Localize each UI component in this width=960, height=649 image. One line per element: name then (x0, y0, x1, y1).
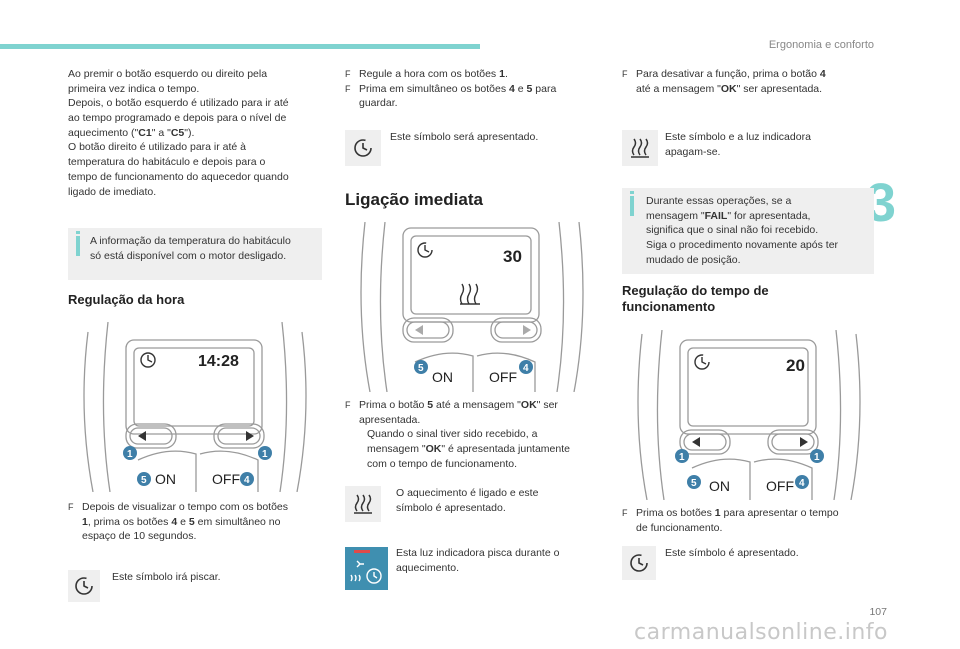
heating-icon-box (345, 486, 381, 522)
intro-paragraph: Ao premir o botão esquerdo ou direito pe… (68, 68, 289, 198)
timer-icon (694, 354, 710, 370)
timer-icon-box (622, 546, 656, 580)
svg-text:5: 5 (141, 475, 147, 486)
info-icon (630, 191, 634, 194)
on-label: ON (155, 471, 176, 487)
fan-timer-indicator-icon (345, 547, 388, 590)
on-label: ON (709, 478, 730, 494)
symbol-shown-note: Este símbolo será apresentado. (390, 131, 539, 143)
badge-4: 4 (240, 472, 254, 486)
badge-5: 5 (414, 360, 428, 374)
badge-5: 5 (137, 472, 151, 486)
timer-icon (75, 577, 93, 595)
timer-icon-box (345, 130, 381, 166)
timer-icon (417, 242, 433, 258)
on-label: ON (432, 369, 453, 385)
heating-waves-icon (354, 494, 372, 514)
remote-illustration-immediate: 30 ON OFF 5 4 (360, 222, 584, 392)
heating-note: O aquecimento é ligado e este símbolo é … (396, 487, 539, 514)
off-note: Este símbolo e a luz indicadora apagam-s… (665, 131, 811, 158)
info-icon (76, 231, 80, 234)
blink-note: Este símbolo irá piscar. (112, 571, 221, 583)
badge-1-left: 1 (675, 449, 689, 463)
left-arrow-icon (415, 325, 423, 335)
timer-icon-box (68, 570, 100, 602)
svg-text:1: 1 (679, 452, 685, 463)
badge-1-right: 1 (258, 446, 272, 460)
remote-illustration-duration: 20 ON OFF 1 1 5 4 (637, 330, 861, 500)
watermark: carmanualsonline.info (634, 620, 888, 645)
heading-immediate-start: Ligação imediata (345, 190, 483, 209)
badge-4: 4 (519, 360, 533, 374)
heading-time-setting: Regulação da hora (68, 292, 185, 307)
right-arrow-icon (800, 437, 808, 447)
off-label: OFF (766, 478, 794, 494)
svg-text:1: 1 (262, 449, 268, 460)
heating-waves-icon (631, 138, 649, 158)
badge-5: 5 (687, 475, 701, 489)
section-title: Ergonomia e conforto (768, 39, 874, 51)
display-time: 14:28 (198, 353, 239, 370)
timer-icon (140, 352, 156, 368)
info-note: A informação da temperatura do habitácul… (68, 228, 322, 280)
timer-icon (630, 554, 648, 572)
svg-text:1: 1 (814, 452, 820, 463)
heading-duration-setting: Regulação do tempo de funcionamento (622, 283, 769, 315)
page-number: 107 (869, 606, 887, 618)
left-arrow-icon (692, 437, 700, 447)
svg-text:4: 4 (244, 475, 250, 486)
left-arrow-icon (138, 431, 146, 441)
off-label: OFF (489, 369, 517, 385)
heating-icon-box (622, 130, 658, 166)
remote-illustration-time: 14:28 ON OFF 1 1 5 4 (83, 322, 307, 492)
display-value: 20 (786, 356, 805, 375)
badge-1-left: 1 (123, 446, 137, 460)
timer-icon (354, 139, 372, 157)
heating-waves-icon (459, 283, 480, 305)
fail-info-note: Durante essas operações, se a mensagem "… (622, 188, 874, 274)
svg-text:5: 5 (418, 363, 424, 374)
badge-1-right: 1 (810, 449, 824, 463)
right-arrow-icon (523, 325, 531, 335)
duration-symbol-note: Este símbolo é apresentado. (665, 547, 799, 559)
svg-text:5: 5 (691, 478, 697, 489)
svg-text:4: 4 (799, 478, 805, 489)
svg-text:4: 4 (523, 363, 529, 374)
right-arrow-icon (246, 431, 254, 441)
svg-text:1: 1 (127, 449, 133, 460)
indicator-light-note: Esta luz indicadora pisca durante o aque… (396, 547, 560, 574)
header-accent-bar (0, 44, 480, 49)
display-value: 30 (503, 247, 522, 266)
badge-4: 4 (795, 475, 809, 489)
off-label: OFF (212, 471, 240, 487)
